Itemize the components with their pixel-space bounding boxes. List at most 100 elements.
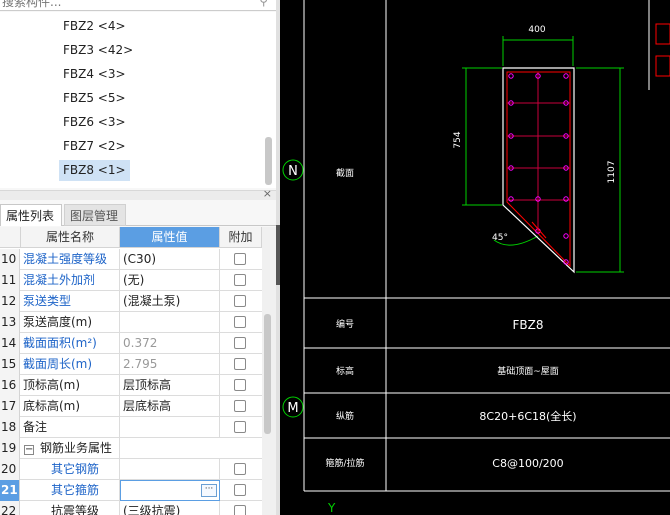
property-value[interactable]: (混凝土泵): [120, 291, 220, 312]
panel-separator[interactable]: [276, 0, 280, 515]
property-name-text: 截面面积(m²): [23, 336, 97, 350]
property-value[interactable]: (C30): [120, 249, 220, 270]
left-panel: ⚲ FBZ2 <4> FBZ3 <42> FBZ4 <3> FBZ5 <5> F…: [0, 0, 280, 515]
extra-cell: [220, 480, 262, 501]
tree-item[interactable]: FBZ4 <3>: [63, 67, 126, 81]
extra-checkbox[interactable]: [234, 295, 246, 307]
property-value[interactable]: 层底标高: [120, 396, 220, 417]
extra-checkbox[interactable]: [234, 337, 246, 349]
extra-checkbox[interactable]: [234, 421, 246, 433]
row-number: 14: [0, 333, 20, 354]
splitter-grip[interactable]: [276, 225, 280, 285]
property-name-text: 混凝土强度等级: [23, 252, 108, 266]
property-name: 其它箍筋: [21, 480, 120, 501]
extra-checkbox[interactable]: [234, 316, 246, 328]
component-tree: FBZ2 <4> FBZ3 <42> FBZ4 <3> FBZ5 <5> FBZ…: [0, 12, 278, 188]
row-number: 10: [0, 249, 20, 270]
property-value[interactable]: [120, 312, 220, 333]
axis-label-y: Y: [327, 501, 336, 515]
extra-cell: [220, 249, 262, 270]
property-value[interactable]: 2.795: [120, 354, 220, 375]
ellipsis-button[interactable]: ···: [201, 484, 217, 497]
extra-cell: [220, 291, 262, 312]
extra-checkbox[interactable]: [234, 358, 246, 370]
extra-checkbox[interactable]: [234, 379, 246, 391]
cad-canvas[interactable]: N M Y 截面 400 754 1107 45°: [280, 0, 670, 515]
extra-checkbox[interactable]: [234, 463, 246, 475]
grid-scrollbar[interactable]: [264, 314, 271, 434]
extra-checkbox[interactable]: [234, 253, 246, 265]
row-number: 22: [0, 501, 20, 515]
extra-checkbox[interactable]: [234, 484, 246, 496]
tree-item[interactable]: FBZ2 <4>: [63, 19, 126, 33]
property-value[interactable]: [120, 459, 220, 480]
header-value: 属性值: [120, 227, 220, 248]
property-row[interactable]: 19−钢筋业务属性: [0, 438, 262, 459]
row-number: 20: [0, 459, 20, 480]
tree-item[interactable]: FBZ7 <2>: [63, 139, 126, 153]
tab-layer-manager[interactable]: 图层管理: [64, 204, 126, 226]
property-value[interactable]: (三级抗震): [120, 501, 220, 515]
search-box[interactable]: ⚲: [0, 0, 276, 11]
tree-item-selected[interactable]: FBZ8 <1>: [59, 160, 130, 181]
property-name-text: 顶标高(m): [23, 378, 81, 392]
extra-checkbox[interactable]: [234, 274, 246, 286]
axis-label-n: N: [288, 164, 298, 179]
search-icon[interactable]: ⚲: [259, 0, 268, 8]
section-label: 截面: [336, 167, 354, 179]
property-value-editor[interactable]: ···: [120, 480, 220, 501]
tree-item[interactable]: FBZ6 <3>: [63, 115, 126, 129]
cad-partial-mark: [655, 23, 670, 45]
property-name-text: 泵送高度(m): [23, 315, 93, 329]
extra-checkbox[interactable]: [234, 505, 246, 515]
row-label-elevation: 标高: [336, 365, 354, 377]
row-value-stirrup: C8@100/200: [492, 457, 563, 470]
row-number: 18: [0, 417, 20, 438]
row-number: 21: [0, 480, 20, 501]
row-number: 17: [0, 396, 20, 417]
property-value[interactable]: 0.372: [120, 333, 220, 354]
cad-partial-mark: [655, 55, 670, 77]
row-value-elevation: 基础顶面~屋面: [497, 365, 559, 377]
extra-cell: [220, 396, 262, 417]
panel-splitter[interactable]: ×: [0, 187, 280, 200]
tree-item[interactable]: FBZ3 <42>: [63, 43, 134, 57]
dim-text-width: 400: [528, 25, 545, 35]
row-value-id: FBZ8: [513, 318, 544, 332]
collapse-icon[interactable]: −: [24, 444, 34, 455]
property-name-text: 底标高(m): [23, 399, 81, 413]
angle-arc: [493, 235, 539, 246]
property-value[interactable]: [120, 417, 220, 438]
property-value-text: 层顶标高: [123, 378, 172, 392]
property-value[interactable]: 层顶标高: [120, 375, 220, 396]
diagonal-tie: [531, 221, 547, 239]
row-label-stirrup: 箍筋/拉筋: [325, 457, 364, 469]
tree-item[interactable]: FBZ5 <5>: [63, 91, 126, 105]
search-input[interactable]: [2, 0, 252, 9]
row-number: 19: [0, 438, 20, 459]
close-icon[interactable]: ×: [262, 187, 272, 200]
property-name-text: 混凝土外加剂: [23, 273, 96, 287]
tab-property-list[interactable]: 属性列表: [0, 204, 62, 226]
cad-drawing-view[interactable]: N M Y 截面 400 754 1107 45°: [280, 0, 670, 515]
extra-checkbox[interactable]: [234, 400, 246, 412]
tree-scrollbar[interactable]: [265, 137, 272, 185]
property-name: 泵送高度(m): [21, 312, 120, 333]
property-value-text: (无): [123, 273, 145, 287]
axis-label-m: M: [287, 401, 298, 416]
extra-cell: [220, 270, 262, 291]
property-value[interactable]: (无): [120, 270, 220, 291]
stirrup-outline: [506, 71, 571, 268]
